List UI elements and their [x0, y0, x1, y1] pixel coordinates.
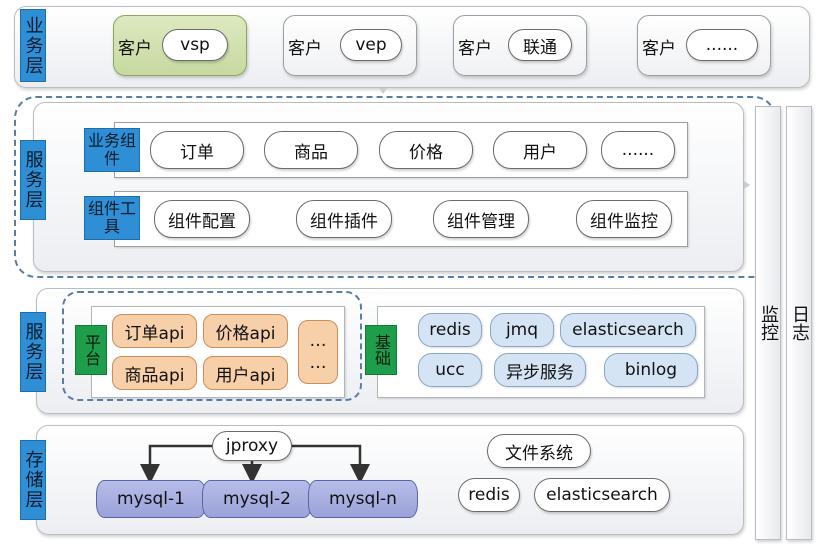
api-price[interactable]: 价格api — [203, 314, 288, 348]
component-order[interactable]: 订单 — [150, 131, 244, 169]
customer-prefix: 客户 — [118, 39, 152, 59]
customer-name-pill: ...... — [686, 29, 758, 61]
customer-prefix: 客户 — [288, 39, 322, 59]
base-label: 基础 — [365, 325, 397, 375]
filesystem-pill[interactable]: 文件系统 — [487, 434, 591, 468]
platform-label: 平台 — [75, 325, 107, 375]
component-user[interactable]: 用户 — [493, 131, 587, 169]
base-jmq[interactable]: jmq — [490, 313, 554, 347]
ellipsis-top: … — [309, 331, 327, 351]
service-layer-label-2: 服务层 — [20, 312, 46, 392]
customer-name-pill: vsp — [162, 29, 228, 61]
component-tools-label: 组件工具 — [84, 196, 140, 240]
base-ucc[interactable]: ucc — [418, 353, 482, 387]
component-more[interactable]: ...... — [601, 131, 675, 169]
right-arrow-icon — [744, 181, 750, 189]
component-product[interactable]: 商品 — [264, 131, 358, 169]
customer-name-pill: 联通 — [508, 29, 572, 61]
customer-name-pill: vep — [340, 29, 402, 61]
storage-redis[interactable]: redis — [458, 478, 520, 512]
base-async-service[interactable]: 异步服务 — [494, 353, 586, 387]
db-mysql-1[interactable]: mysql-1 — [96, 480, 206, 518]
api-order[interactable]: 订单api — [112, 314, 197, 348]
base-elasticsearch[interactable]: elasticsearch — [560, 313, 696, 347]
db-mysql-2[interactable]: mysql-2 — [202, 480, 312, 518]
monitor-sidebar[interactable]: 监控 — [755, 106, 781, 540]
api-more[interactable]: … … — [298, 320, 338, 384]
service-layer-label: 服务层 — [20, 140, 46, 220]
storage-elasticsearch[interactable]: elasticsearch — [534, 478, 670, 512]
base-redis[interactable]: redis — [418, 313, 482, 347]
tool-config[interactable]: 组件配置 — [154, 200, 250, 238]
tool-monitor[interactable]: 组件监控 — [576, 200, 672, 238]
component-price[interactable]: 价格 — [379, 131, 473, 169]
base-binlog[interactable]: binlog — [604, 353, 698, 387]
customer-prefix: 客户 — [642, 39, 676, 59]
db-mysql-n[interactable]: mysql-n — [308, 480, 418, 518]
api-product[interactable]: 商品api — [112, 356, 197, 390]
tool-plugin[interactable]: 组件插件 — [296, 200, 392, 238]
business-layer-label: 业务层 — [20, 9, 46, 82]
api-user[interactable]: 用户api — [203, 356, 288, 390]
business-components-label: 业务组件 — [84, 128, 140, 172]
ellipsis-bottom: … — [309, 353, 327, 373]
storage-layer-label: 存储层 — [20, 440, 46, 520]
customer-prefix: 客户 — [458, 39, 492, 59]
log-sidebar[interactable]: 日志 — [786, 106, 812, 540]
tool-manage[interactable]: 组件管理 — [433, 200, 529, 238]
jproxy-pill[interactable]: jproxy — [212, 431, 292, 461]
platform-dashed-boundary — [62, 291, 362, 401]
down-arrow-icon — [379, 88, 387, 94]
